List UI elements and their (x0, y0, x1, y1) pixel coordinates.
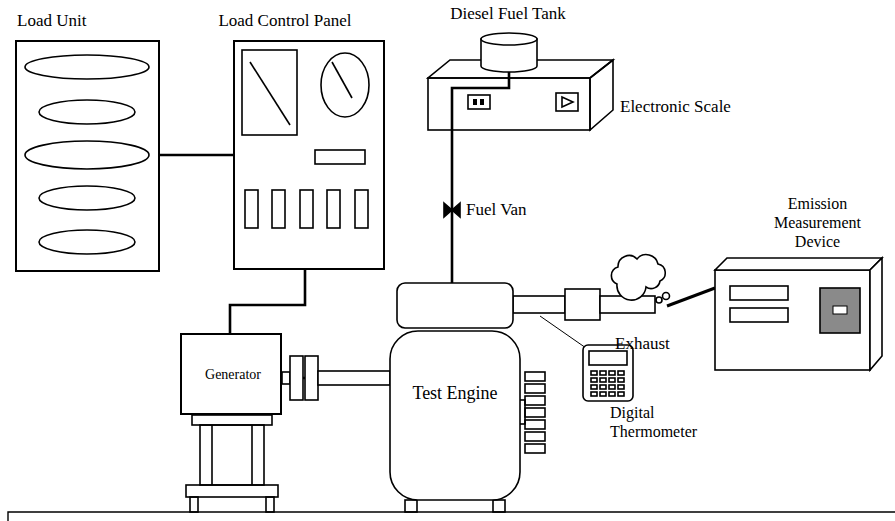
panel-switch (355, 190, 368, 228)
valve-label: Fuel Van (466, 200, 527, 220)
exhaust-puff (656, 297, 662, 303)
shaft (318, 371, 390, 385)
gauge-needle (332, 62, 352, 98)
panel-switch (245, 190, 258, 228)
shaft (282, 372, 290, 384)
node-label: Test Engine (390, 383, 520, 405)
exhaust-cloud (611, 255, 665, 300)
connector-line (230, 270, 305, 333)
digital-thermometer-outline (583, 345, 633, 401)
load-element (39, 230, 135, 254)
panel-switch (327, 190, 340, 228)
load-unit-box: Load Unit (15, 40, 160, 272)
engine-foot (405, 500, 417, 512)
generator-box: Generator (180, 333, 282, 415)
sample-probe-line (667, 288, 715, 306)
fuel-tank-outline (478, 32, 540, 72)
part-heading: Diesel Fuel Tank (408, 4, 608, 24)
panel-gauge (321, 53, 369, 117)
load-element (39, 100, 135, 124)
meter-needle (250, 62, 290, 125)
panel-meter (242, 50, 297, 135)
load-element (25, 55, 149, 79)
load-element (39, 186, 135, 210)
part-heading: Electronic Scale (620, 97, 731, 117)
fuel-tank: Diesel Fuel Tank (478, 32, 540, 72)
connector-line (160, 154, 233, 157)
connector-line (452, 72, 509, 283)
load-element (25, 141, 149, 169)
thermocouple-lead (540, 316, 586, 348)
panel-display (315, 150, 365, 164)
part-heading: Load Control Panel (195, 11, 375, 31)
node-label: Generator (182, 367, 284, 384)
panel-switch (272, 190, 285, 228)
floor-line (8, 512, 895, 521)
engine-foot (493, 500, 505, 512)
coupling (305, 356, 318, 400)
test-engine: Test Engine (390, 283, 520, 500)
control-panel-box: Load Control Panel (233, 40, 385, 270)
part-label: Exhaust (615, 334, 670, 354)
part-heading: Emission Measurement Device (760, 194, 875, 252)
generator-stand (192, 415, 272, 425)
digital-thermometer: Digital Thermometer (583, 345, 633, 401)
generator-base (186, 485, 278, 497)
exhaust-pipe (513, 296, 565, 313)
flywheel-fin (525, 372, 545, 381)
generator-stand (200, 425, 264, 485)
exhaust-puff (663, 293, 670, 300)
part-heading: Load Unit (17, 11, 86, 31)
part-heading: Digital Thermometer (610, 403, 710, 441)
panel-switch (300, 190, 313, 228)
fuel-valve (452, 203, 460, 217)
emission-analyzer: Emission Measurement Device (715, 258, 883, 370)
coupling (290, 356, 303, 400)
muffler (565, 289, 600, 320)
emission-analyzer-outline (715, 258, 883, 370)
